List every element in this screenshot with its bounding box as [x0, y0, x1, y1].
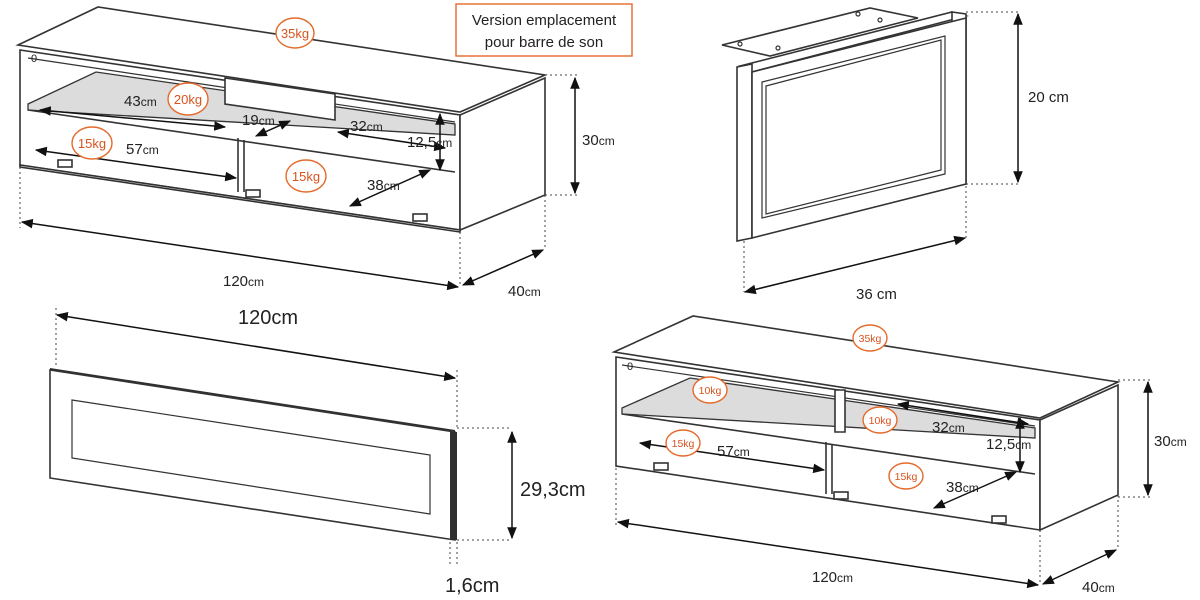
svg-text:20kg: 20kg — [174, 92, 202, 107]
dim-bracket-width: 36 cm — [856, 286, 897, 303]
dim-height: 30cm — [582, 132, 615, 149]
svg-text:15kg: 15kg — [292, 169, 320, 184]
dim-opening-width: 19cm — [242, 112, 275, 129]
dim-depth: 40cm — [508, 283, 541, 300]
dim-panel-height: 29,3cm — [520, 479, 586, 501]
dim-right-shelf-width: 32cm — [350, 118, 383, 135]
dim-left-bay-width-2: 57cm — [717, 443, 750, 460]
dim-height-2: 30cm — [1154, 433, 1187, 450]
dim-panel-length: 120cm — [238, 307, 298, 329]
soundbar-version-note: Version emplacement pour barre de son — [455, 3, 633, 57]
svg-text:35kg: 35kg — [859, 333, 882, 345]
dim-length: 120cm — [223, 273, 264, 290]
load-badge-top-2: 35kg — [852, 324, 888, 352]
tv-unit-standard: 0 32cm 12,5cm 57cm 38cm 30cm 120cm 40cm … — [611, 315, 1187, 596]
load-badge-right-bay-2: 15kg — [888, 462, 924, 490]
svg-text:10kg: 10kg — [869, 415, 892, 427]
svg-text:35kg: 35kg — [281, 26, 309, 41]
dim-left-bay-width: 57cm — [126, 141, 159, 158]
load-badge-top: 35kg — [275, 17, 315, 49]
load-badge-right-shelf: 10kg — [862, 406, 898, 434]
dim-shelf-width: 43cm — [124, 93, 157, 110]
dim-depth-2: 40cm — [1082, 579, 1115, 596]
load-badge-left-bay: 15kg — [71, 126, 113, 160]
front-panel: 120cm 29,3cm 1,6cm — [49, 307, 586, 597]
svg-text:15kg: 15kg — [672, 438, 695, 450]
dim-right-bay-width: 38cm — [367, 177, 400, 194]
dim-right-bay-width-2: 38cm — [946, 479, 979, 496]
dim-right-shelf-width-2: 32cm — [932, 419, 965, 436]
svg-text:15kg: 15kg — [78, 136, 106, 151]
svg-text:0: 0 — [31, 53, 37, 65]
load-badge-left-bay-2: 15kg — [665, 429, 701, 457]
svg-text:Version emplacement: Version emplacement — [472, 12, 617, 29]
dim-right-height-2: 12,5cm — [986, 436, 1031, 453]
load-badge-left-shelf: 10kg — [692, 376, 728, 404]
load-badge-right-bay: 15kg — [285, 159, 327, 193]
dim-length-2: 120cm — [812, 569, 853, 586]
svg-text:0: 0 — [627, 361, 633, 373]
dim-bracket-height: 20 cm — [1028, 89, 1069, 106]
svg-text:pour barre de son: pour barre de son — [485, 34, 603, 51]
dim-panel-thickness: 1,6cm — [445, 575, 499, 597]
svg-text:15kg: 15kg — [895, 471, 918, 483]
dim-right-height: 12,5cm — [407, 134, 452, 151]
load-badge-shelf: 20kg — [167, 82, 209, 116]
wall-bracket: 20 cm 36 cm — [721, 7, 1069, 303]
svg-text:10kg: 10kg — [699, 385, 722, 397]
tv-unit-soundbar-version: 0 43cm 19cm 32cm 12,5cm 57cm 38cm 30cm 1… — [15, 6, 615, 300]
